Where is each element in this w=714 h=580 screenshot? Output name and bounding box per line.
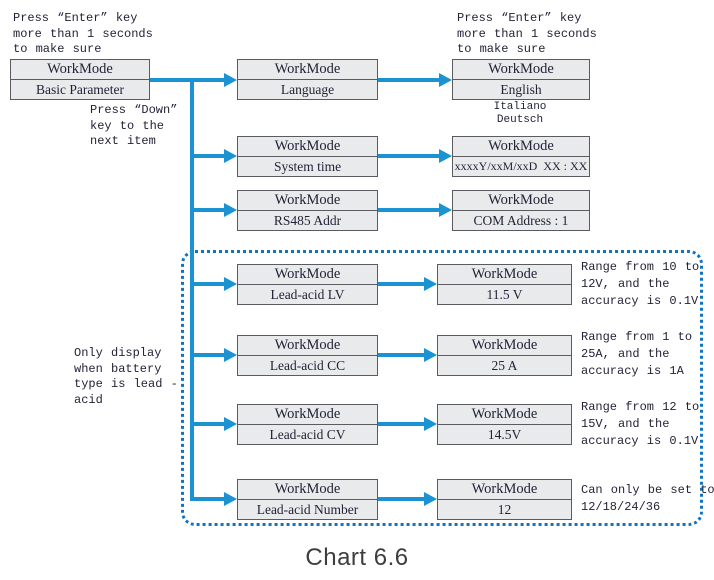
note-only-display: Only display when battery type is lead -… xyxy=(74,346,178,407)
arrowhead-icon xyxy=(439,149,452,163)
language-option: Italiano xyxy=(493,101,547,113)
arrowhead-icon xyxy=(424,277,437,291)
node-com-address: WorkMode COM Address : 1 xyxy=(452,190,590,231)
note-press-down: Press “Down” key to the next item xyxy=(90,103,178,148)
node-value: RS485 Addr xyxy=(238,210,377,230)
language-options: Italiano Deutsch xyxy=(452,101,588,126)
node-value: Lead-acid CV xyxy=(238,424,377,444)
arrowhead-icon xyxy=(424,417,437,431)
node-language: WorkMode Language xyxy=(237,59,378,100)
node-lv-value: WorkMode 11.5 V xyxy=(437,264,572,305)
chart-caption: Chart 6.6 xyxy=(305,544,409,571)
node-basic-parameter: WorkMode Basic Parameter xyxy=(10,59,150,100)
node-lead-acid-number: WorkMode Lead-acid Number xyxy=(237,479,378,520)
trunk-line xyxy=(190,80,224,501)
node-lead-acid-cc: WorkMode Lead-acid CC xyxy=(237,335,378,376)
arrowhead-icon xyxy=(224,492,237,506)
node-value: Lead-acid LV xyxy=(238,284,377,304)
arrowhead-icon xyxy=(439,203,452,217)
range-note-lv: Range from 10 to 12V, and the accuracy i… xyxy=(581,260,700,308)
node-cc-value: WorkMode 25 A xyxy=(437,335,572,376)
note-press-enter-left: Press “Enter” key more than 1 seconds to… xyxy=(13,11,153,56)
node-title: WorkMode xyxy=(47,61,113,77)
node-system-time: WorkMode System time xyxy=(237,136,378,177)
node-value: English xyxy=(453,79,589,99)
node-date-time-format: WorkMode xxxxY/xxM/xxD XX : XX xyxy=(452,136,590,177)
node-number-value: WorkMode 12 xyxy=(437,479,572,520)
node-lead-acid-cv: WorkMode Lead-acid CV xyxy=(237,404,378,445)
node-value: 14.5V xyxy=(438,424,571,444)
arrowhead-icon xyxy=(424,492,437,506)
node-rs485-addr: WorkMode RS485 Addr xyxy=(237,190,378,231)
node-title: WorkMode xyxy=(471,481,538,497)
language-option: Deutsch xyxy=(496,113,544,126)
range-note-number: Can only be set to 12/18/24/36 xyxy=(581,483,714,514)
arrowhead-icon xyxy=(224,203,237,217)
arrowhead-icon xyxy=(224,149,237,163)
node-title: WorkMode xyxy=(488,138,554,154)
note-press-enter-right: Press “Enter” key more than 1 seconds to… xyxy=(457,11,597,56)
node-title: WorkMode xyxy=(274,481,341,497)
node-title: WorkMode xyxy=(488,192,554,208)
node-title: WorkMode xyxy=(274,138,341,154)
arrowhead-icon xyxy=(224,417,237,431)
node-value: System time xyxy=(238,156,377,176)
node-title: WorkMode xyxy=(471,266,538,282)
node-cv-value: WorkMode 14.5V xyxy=(437,404,572,445)
node-value: Lead-acid Number xyxy=(238,499,377,519)
arrowhead-icon xyxy=(224,73,237,87)
node-title: WorkMode xyxy=(274,266,341,282)
node-lead-acid-lv: WorkMode Lead-acid LV xyxy=(237,264,378,305)
lead-acid-group-border xyxy=(181,250,703,526)
node-value: 11.5 V xyxy=(438,284,571,304)
node-english: WorkMode English xyxy=(452,59,590,100)
node-value: Lead-acid CC xyxy=(238,355,377,375)
node-title: WorkMode xyxy=(471,406,538,422)
node-value: xxxxY/xxM/xxD XX : XX xyxy=(453,156,589,176)
arrowhead-icon xyxy=(224,348,237,362)
range-note-cv: Range from 12 to 15V, and the accuracy i… xyxy=(581,400,700,448)
node-value: Language xyxy=(238,79,377,99)
node-title: WorkMode xyxy=(274,61,341,77)
arrowhead-icon xyxy=(424,348,437,362)
node-title: WorkMode xyxy=(274,337,341,353)
node-value: COM Address : 1 xyxy=(453,210,589,230)
arrowhead-icon xyxy=(439,73,452,87)
node-title: WorkMode xyxy=(274,192,341,208)
arrowhead-icon xyxy=(224,277,237,291)
node-title: WorkMode xyxy=(488,61,554,77)
node-value: 25 A xyxy=(438,355,571,375)
node-title: WorkMode xyxy=(274,406,341,422)
node-value: Basic Parameter xyxy=(11,79,149,99)
range-note-cc: Range from 1 to 25A, and the accuracy is… xyxy=(581,330,693,378)
node-title: WorkMode xyxy=(471,337,538,353)
node-value: 12 xyxy=(438,499,571,519)
